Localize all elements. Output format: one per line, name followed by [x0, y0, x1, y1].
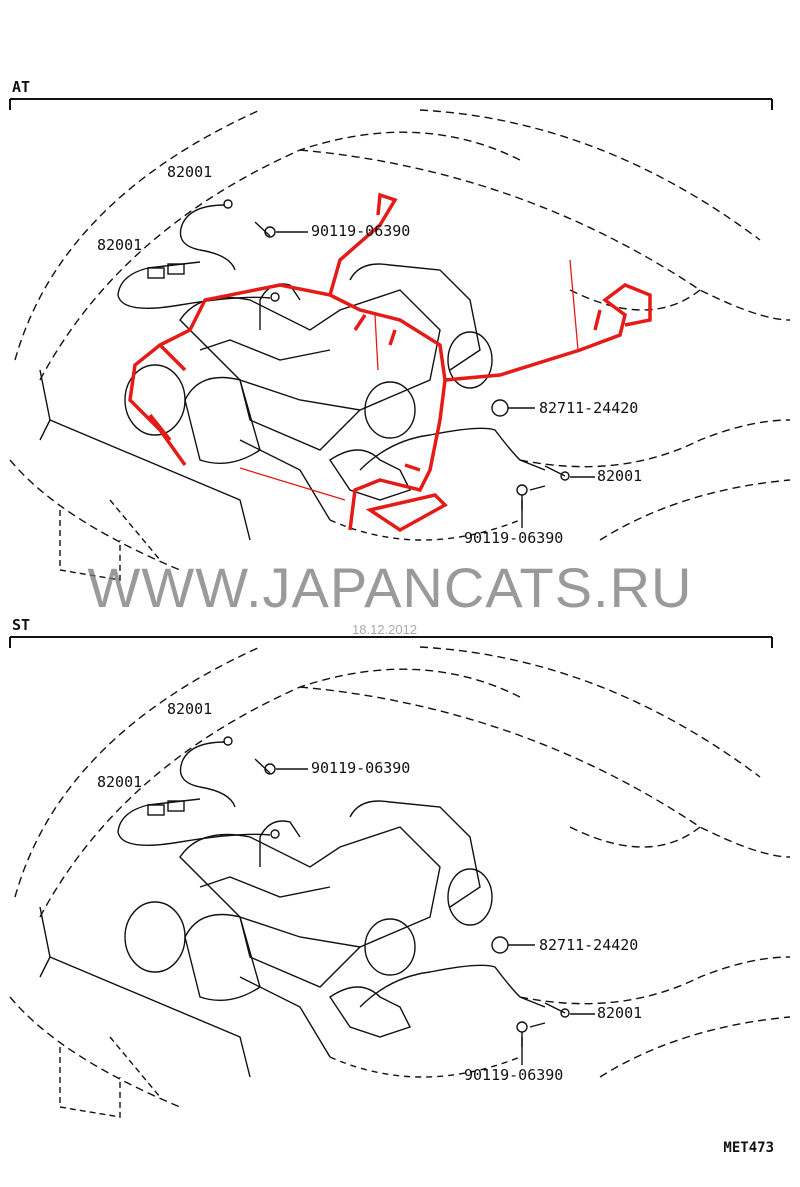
part-label-90119-06390: 90119-06390 — [464, 529, 564, 547]
part-label-82001: 82001 — [167, 700, 213, 718]
part-label-90119-06390: 90119-06390 — [311, 222, 411, 240]
part-label-82711-24420: 82711-24420 — [539, 399, 639, 417]
section-title-st: ST — [12, 616, 31, 634]
part-label-82001: 82001 — [97, 773, 143, 791]
watermark: WWW.JAPANCATS.RU — [87, 556, 693, 619]
part-label-82001: 82001 — [597, 467, 643, 485]
watermark-date: 18.12.2012 — [352, 622, 418, 637]
part-label-90119-06390: 90119-06390 — [464, 1066, 564, 1084]
part-label-82001: 82001 — [597, 1004, 643, 1022]
part-label-82711-24420: 82711-24420 — [539, 936, 639, 954]
at-engine-drawing — [9, 109, 791, 581]
st-engine-drawing — [9, 646, 791, 1118]
at-wire-harness-highlight — [128, 192, 652, 533]
part-label-82001: 82001 — [97, 236, 143, 254]
part-label-82001: 82001 — [167, 163, 213, 181]
section-title-at: AT — [12, 78, 31, 96]
part-label-90119-06390: 90119-06390 — [311, 759, 411, 777]
diagram-code: MET473 — [723, 1140, 774, 1156]
